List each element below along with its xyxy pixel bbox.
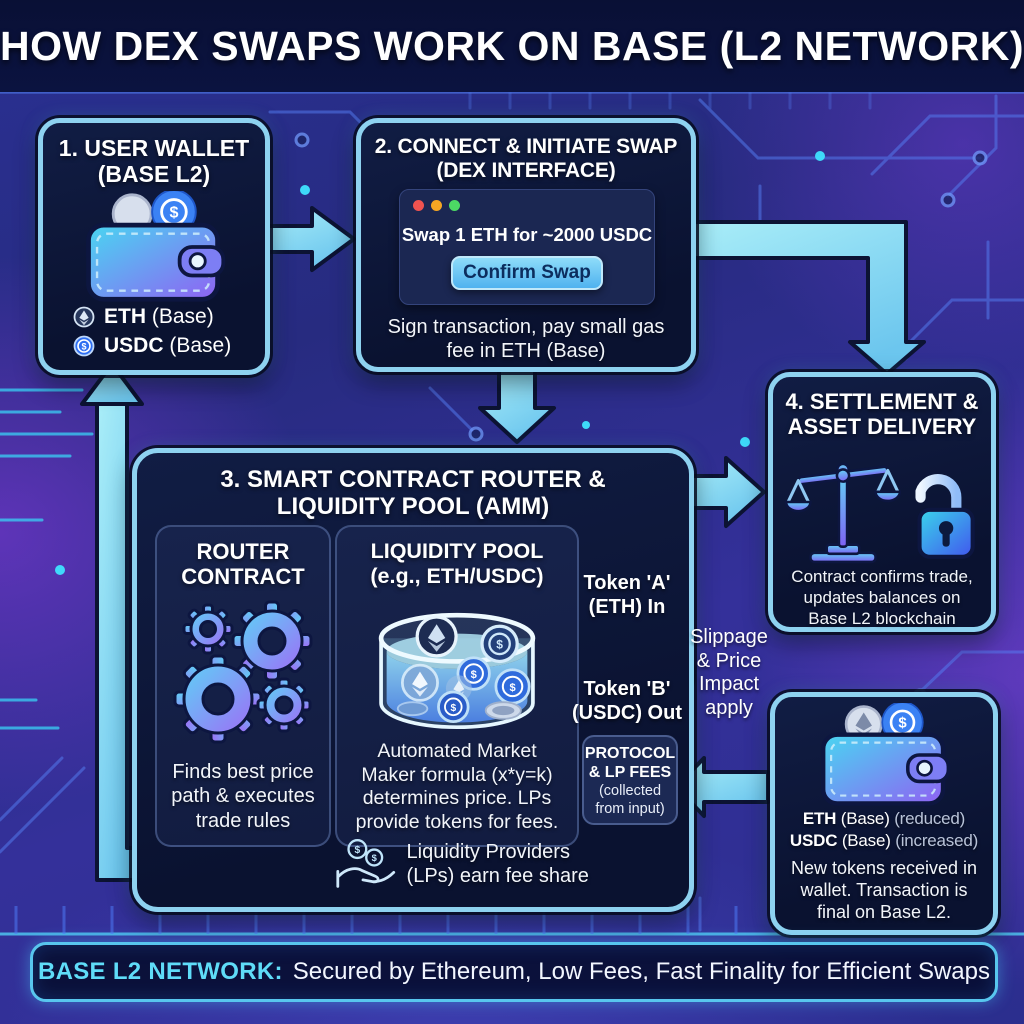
gears-icon — [173, 600, 313, 744]
fees-note: (collected from input) — [595, 783, 665, 817]
window-zoom-dot — [449, 200, 460, 211]
pool-title: LIQUIDITY POOL(e.g., ETH/USDC) — [370, 539, 544, 588]
token-in-label: Token 'A' (ETH) In — [583, 572, 671, 618]
wallet-icon: $ — [820, 703, 951, 806]
svg-text:$: $ — [898, 715, 907, 732]
lp-reward-row: $ $ Liquidity Providers (LPs) earn fee s… — [335, 837, 615, 891]
svg-text:$: $ — [450, 703, 456, 714]
router-note: Finds best price path & executes trade r… — [171, 760, 315, 832]
liquidity-pool-icon: $ $ $ $ — [378, 612, 536, 730]
lp-note: Liquidity Providers (LPs) earn fee share — [406, 840, 589, 887]
fees-title: PROTOCOL & LP FEES — [584, 745, 676, 782]
step1-title: 1. USER WALLET(BASE L2) — [58, 135, 250, 188]
svg-text:$: $ — [496, 637, 503, 651]
wallet-assets: ETH (Base) $ USDC (Base) — [73, 305, 265, 358]
balance-scales-icon — [785, 462, 901, 564]
step3-title: 3. SMART CONTRACT ROUTER &LIQUIDITY POOL… — [220, 466, 606, 521]
svg-text:$: $ — [509, 682, 516, 694]
step4-note: Contract confirms trade, updates balance… — [791, 567, 973, 628]
arrow-step3-to-step4 — [684, 456, 766, 528]
panel-receive-wallet: $ ETH (Base) (reduced) USDC (Base) (incr… — [770, 692, 998, 935]
window-close-dot — [413, 200, 424, 211]
router-title: ROUTER CONTRACT — [181, 539, 305, 590]
svg-text:$: $ — [372, 853, 378, 863]
window-minimize-dot — [431, 200, 442, 211]
footer-banner: BASE L2 NETWORK: Secured by Ethereum, Lo… — [30, 942, 998, 1002]
confirm-swap-button[interactable]: Confirm Swap — [451, 256, 603, 290]
liquidity-pool-box: LIQUIDITY POOL(e.g., ETH/USDC) $ $ — [335, 525, 579, 847]
svg-text:$: $ — [81, 342, 86, 352]
result-note: New tokens received in wallet. Transacti… — [790, 858, 978, 922]
step2-title: 2. CONNECT & INITIATE SWAP(DEX INTERFACE… — [374, 135, 678, 182]
result-line-eth: ETH (Base) (reduced) — [802, 809, 966, 828]
arrow-step1-to-step2 — [256, 206, 356, 272]
pool-note: Automated Market Maker formula (x*y=k) d… — [355, 739, 559, 834]
slippage-note: Slippage & Price Impact apply — [690, 626, 768, 719]
wallet-icon: $ — [86, 191, 226, 303]
svg-text:$: $ — [355, 845, 361, 856]
eth-coin-icon — [73, 307, 95, 328]
page-title: HOW DEX SWAPS WORK ON BASE (L2 NETWORK) — [0, 22, 1024, 69]
window-traffic-lights — [413, 200, 460, 211]
svg-text:$: $ — [169, 204, 178, 222]
panel-initiate-swap: 2. CONNECT & INITIATE SWAP(DEX INTERFACE… — [356, 118, 696, 372]
title-banner: HOW DEX SWAPS WORK ON BASE (L2 NETWORK) — [0, 0, 1024, 92]
step4-title: 4. SETTLEMENT &ASSET DELIVERY — [785, 389, 979, 440]
asset-row-eth: ETH (Base) — [73, 305, 265, 329]
result-line-usdc: USDC (Base) (increased) — [789, 831, 979, 850]
panel-user-wallet: 1. USER WALLET(BASE L2) $ ETH (Base) — [38, 118, 270, 375]
router-contract-box: ROUTER CONTRACT — [155, 525, 331, 847]
protocol-fees-box: PROTOCOL & LP FEES (collected from input… — [582, 735, 678, 825]
step2-note: Sign transaction, pay small gas fee in E… — [387, 316, 665, 363]
dex-window: Swap 1 ETH for ~2000 USDC Confirm Swap — [399, 189, 655, 305]
panel-router-pool: 3. SMART CONTRACT ROUTER &LIQUIDITY POOL… — [132, 448, 694, 912]
open-padlock-icon — [915, 474, 975, 560]
arrow-return-to-wallet — [95, 402, 139, 882]
hand-coins-icon: $ $ — [336, 839, 396, 888]
footer-text: Secured by Ethereum, Low Fees, Fast Fina… — [292, 958, 990, 985]
token-out-label: Token 'B' (USDC) Out — [572, 678, 682, 724]
panel-settlement: 4. SETTLEMENT &ASSET DELIVERY — [768, 372, 996, 632]
arrow-step2-to-step3 — [478, 364, 556, 444]
usdc-coin-icon: $ — [73, 336, 95, 357]
svg-text:$: $ — [471, 669, 478, 681]
asset-row-usdc: $ USDC (Base) — [73, 334, 265, 358]
swap-quote-text: Swap 1 ETH for ~2000 USDC — [401, 224, 653, 245]
arrow-step2-to-step4 — [686, 220, 926, 376]
footer-label: BASE L2 NETWORK: — [37, 958, 283, 985]
